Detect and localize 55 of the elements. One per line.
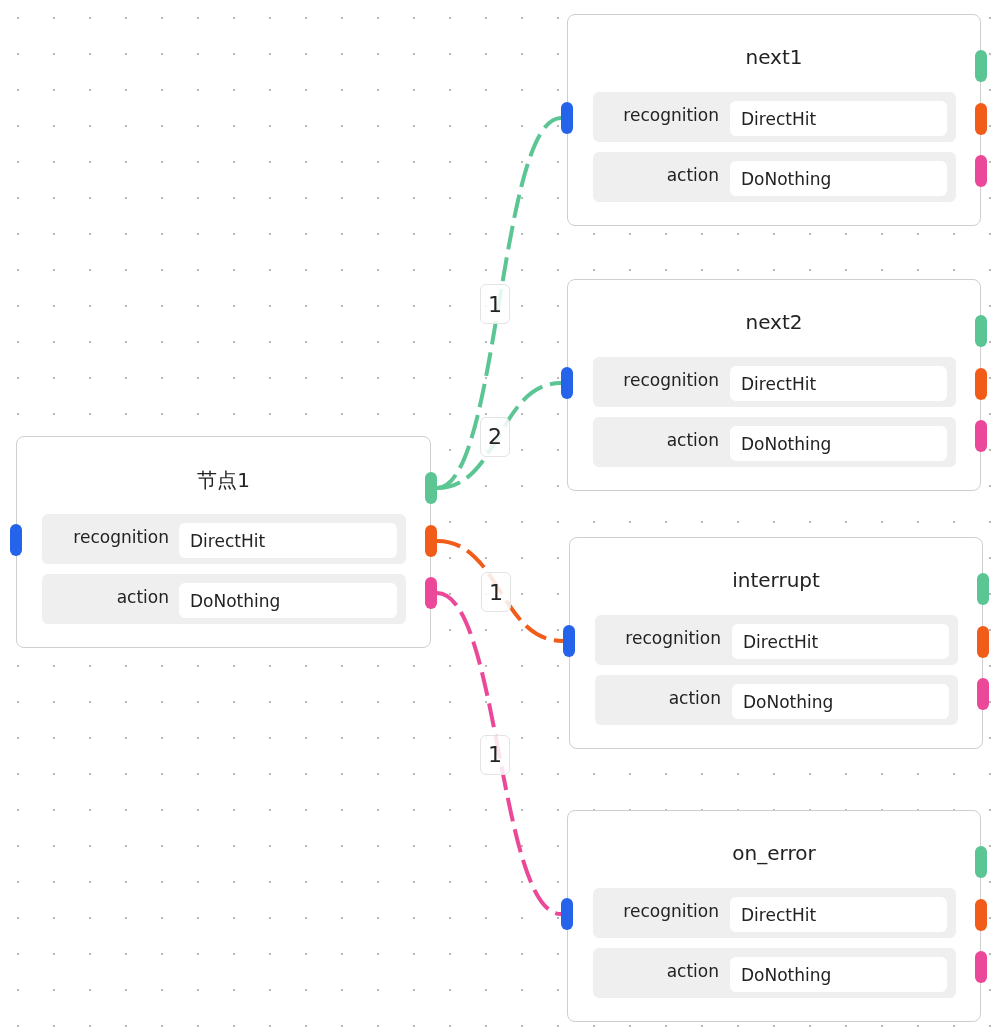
field-label: recognition [625, 628, 721, 648]
connector [436, 591, 562, 916]
edge-label: 1 [480, 734, 510, 775]
input-port [561, 102, 573, 134]
output-port [975, 420, 987, 452]
output-port [975, 951, 987, 983]
field-label: action [116, 587, 169, 607]
field-label: recognition [73, 527, 169, 547]
value-field: DoNothing [730, 161, 947, 196]
output-port [975, 315, 987, 347]
field-label: action [666, 165, 719, 185]
value-field: DirectHit [732, 624, 949, 659]
field-label: recognition [623, 105, 719, 125]
value-field: DirectHit [730, 101, 947, 136]
input-port [10, 524, 22, 556]
output-port [975, 368, 987, 400]
value-field: DoNothing [730, 426, 947, 461]
value-field: DoNothing [732, 684, 949, 719]
output-port [975, 846, 987, 878]
node-card [567, 279, 981, 491]
input-port [563, 625, 575, 657]
output-port [977, 678, 989, 710]
node-card [567, 14, 981, 226]
output-port [975, 899, 987, 931]
output-port [977, 573, 989, 605]
value-field: DirectHit [730, 366, 947, 401]
field-label: recognition [623, 901, 719, 921]
node-card [569, 537, 983, 749]
node-title: interrupt [732, 568, 820, 592]
value-field: DoNothing [730, 957, 947, 992]
input-port [561, 898, 573, 930]
input-port [561, 367, 573, 399]
value-field: DirectHit [179, 523, 397, 558]
field-label: recognition [623, 370, 719, 390]
edge-label: 1 [481, 572, 511, 612]
edge-label: 2 [480, 416, 510, 457]
field-label: action [666, 430, 719, 450]
node-title: next2 [745, 310, 803, 334]
value-field: DirectHit [730, 897, 947, 932]
output-port [425, 525, 437, 557]
output-port [975, 50, 987, 82]
node-title: next1 [745, 45, 803, 69]
output-port [425, 577, 437, 609]
field-label: action [666, 961, 719, 981]
node-card [567, 810, 981, 1022]
output-port [975, 155, 987, 187]
node-title: 节点1 [197, 467, 250, 494]
output-port [975, 103, 987, 135]
node-card [16, 436, 431, 648]
output-port [977, 626, 989, 658]
node-title: on_error [732, 841, 816, 865]
edge-label: 1 [480, 284, 510, 324]
output-port [425, 472, 437, 504]
value-field: DoNothing [179, 583, 397, 618]
field-label: action [668, 688, 721, 708]
